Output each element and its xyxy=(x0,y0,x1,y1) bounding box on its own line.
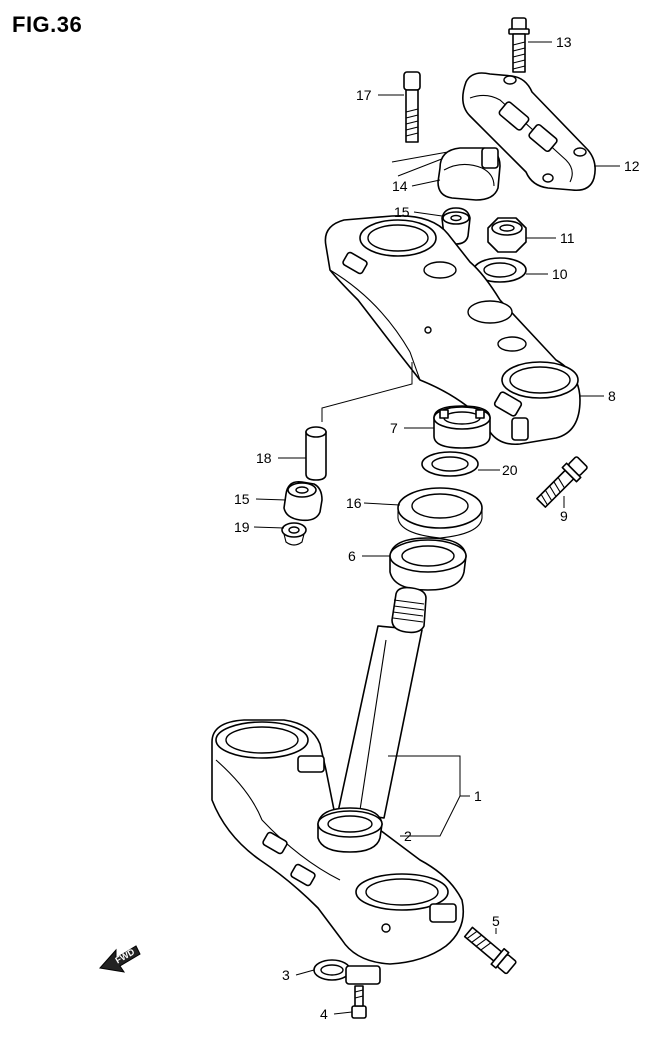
part-9-bolt xyxy=(536,456,588,508)
callout-3: 3 xyxy=(282,967,290,983)
callout-8: 8 xyxy=(608,388,616,404)
part-3-clamp xyxy=(313,959,381,985)
callout-labels: 13 17 12 14 15 11 10 8 7 18 20 15 16 9 1… xyxy=(234,34,640,1022)
part-4-bolt xyxy=(351,985,367,1019)
callout-19: 19 xyxy=(234,519,250,535)
part-20-washer xyxy=(421,451,479,477)
part-7-stem-nut xyxy=(433,405,491,449)
part-12-handlebar-holder xyxy=(462,72,596,192)
part-6-bearing xyxy=(389,537,467,591)
callout-20: 20 xyxy=(502,462,518,478)
figure-title: FIG.36 xyxy=(12,12,83,37)
callout-15-lower: 15 xyxy=(234,491,250,507)
part-2-bearing xyxy=(317,807,383,853)
callout-18: 18 xyxy=(256,450,272,466)
part-18-collar xyxy=(305,426,327,481)
callout-4: 4 xyxy=(320,1006,328,1022)
callout-1: 1 xyxy=(474,788,482,804)
callout-17: 17 xyxy=(356,87,372,103)
part-11-nut xyxy=(487,217,527,253)
callout-2: 2 xyxy=(404,828,412,844)
callout-6: 6 xyxy=(348,548,356,564)
part-19-grommet xyxy=(281,522,307,546)
callout-10: 10 xyxy=(552,266,568,282)
part-8-upper-bracket xyxy=(324,215,581,446)
part-15-bush-lower xyxy=(283,480,323,522)
callout-12: 12 xyxy=(624,158,640,174)
callout-13: 13 xyxy=(556,34,572,50)
callout-16: 16 xyxy=(346,495,362,511)
part-5-bolt xyxy=(463,926,517,975)
part-16-dust-seal xyxy=(397,487,483,539)
part-17-bolt xyxy=(403,71,421,143)
leader-lines xyxy=(253,41,620,1015)
callout-11: 11 xyxy=(560,230,575,246)
callout-5: 5 xyxy=(492,913,500,929)
part-10-washer xyxy=(473,257,527,283)
callout-14: 14 xyxy=(392,178,408,194)
part-14-holder-lower xyxy=(437,147,501,201)
part-13-bolt xyxy=(508,17,530,73)
callout-7: 7 xyxy=(390,420,398,436)
callout-9: 9 xyxy=(560,508,568,524)
callout-15-upper: 15 xyxy=(394,204,410,220)
fwd-arrow-icon: FWD xyxy=(99,945,141,973)
part-1-steering-stem xyxy=(211,586,465,965)
